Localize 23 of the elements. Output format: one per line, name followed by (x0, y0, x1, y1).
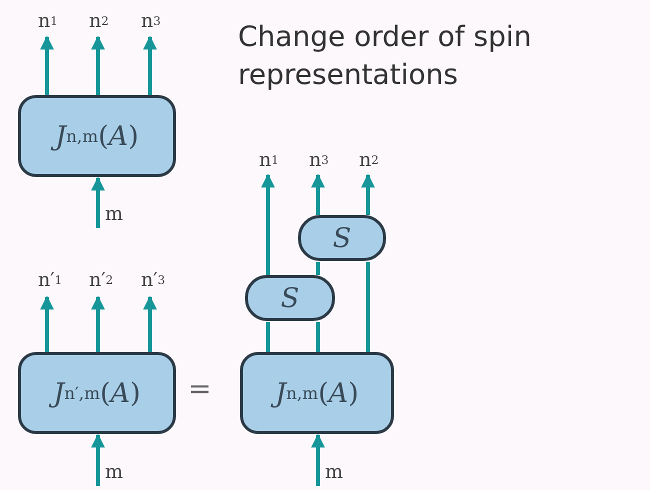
arrow (91, 434, 105, 486)
arrow (143, 36, 157, 95)
arrow (40, 36, 54, 95)
arrow (143, 296, 157, 352)
line (316, 322, 320, 352)
line (366, 262, 370, 352)
arrow (361, 174, 375, 215)
title: Change order of spin representations (238, 19, 532, 93)
arrow (40, 296, 54, 352)
index-label: m (105, 458, 131, 486)
line (266, 322, 270, 352)
swap-box: S (298, 215, 386, 261)
line (316, 262, 320, 275)
arrow (91, 296, 105, 352)
arrow (91, 176, 105, 228)
arrow (311, 434, 325, 486)
arrow (311, 174, 325, 215)
arrow (91, 36, 105, 95)
index-label: m (105, 200, 131, 228)
swap-box: S (245, 275, 335, 321)
arrow (261, 174, 275, 275)
index-label: m (325, 458, 351, 486)
equals-sign: = (188, 372, 212, 405)
